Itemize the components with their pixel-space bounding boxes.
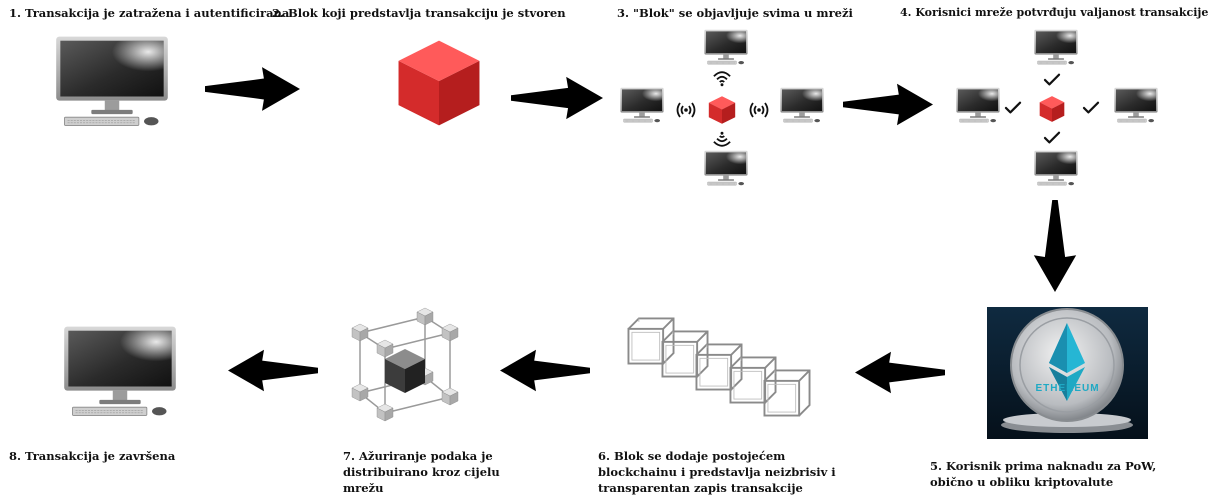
checkmark-icon	[1043, 73, 1061, 86]
computer-icon	[704, 29, 748, 65]
checkmark-icon	[1082, 101, 1100, 114]
wifi-signal-icon	[749, 102, 769, 118]
computer-icon	[704, 150, 748, 186]
arrow-icon	[855, 351, 945, 394]
step-4-caption: 4. Korisnici mreže potvrđuju valjanost t…	[900, 6, 1209, 19]
checkmark-icon	[1004, 101, 1022, 114]
validation-diagram	[950, 25, 1165, 195]
network-cube-icon	[351, 307, 459, 422]
computer-icon	[63, 326, 177, 416]
step-2-caption: 2. Blok koji predstavlja transakciju je …	[272, 6, 566, 20]
broadcast-diagram	[610, 25, 830, 195]
step-8-caption: 8. Transakcija je završena	[9, 449, 176, 463]
arrow-icon	[843, 83, 933, 126]
checkmark-icon	[1043, 131, 1061, 144]
blockchain-icon	[625, 310, 815, 425]
computer-icon	[620, 87, 664, 123]
computer-icon	[956, 87, 1000, 123]
arrow-icon	[228, 349, 318, 392]
red-cube-icon	[708, 96, 736, 124]
red-cube-icon	[1039, 96, 1065, 122]
computer-icon	[780, 87, 824, 123]
arrow-icon	[500, 349, 590, 392]
red-cube-icon	[398, 40, 480, 126]
arrow-icon	[1033, 200, 1077, 292]
step-7-caption: 7. Ažuriranje podaka je distribuirano kr…	[343, 449, 500, 495]
wifi-signal-icon	[712, 71, 732, 87]
computer-icon	[1034, 150, 1078, 186]
computer-icon	[1114, 87, 1158, 123]
ethereum-coin-icon: ETHEREUM	[987, 307, 1148, 439]
computer-icon	[55, 36, 169, 126]
coin-label: ETHEREUM	[1035, 383, 1100, 394]
step-3-caption: 3. "Blok" se objavljuje svima u mreži	[617, 6, 853, 20]
computer-icon	[1034, 29, 1078, 65]
step-6-caption: 6. Blok se dodaje postojećem blockchainu…	[598, 449, 836, 495]
step-5-caption: 5. Korisnik prima naknadu za PoW, obično…	[930, 459, 1157, 489]
arrow-icon	[205, 67, 300, 111]
arrow-icon	[511, 76, 603, 120]
wifi-signal-icon	[712, 131, 732, 147]
step-1-caption: 1. Transakcija je zatražena i autentific…	[9, 6, 290, 20]
wifi-signal-icon	[676, 102, 696, 118]
